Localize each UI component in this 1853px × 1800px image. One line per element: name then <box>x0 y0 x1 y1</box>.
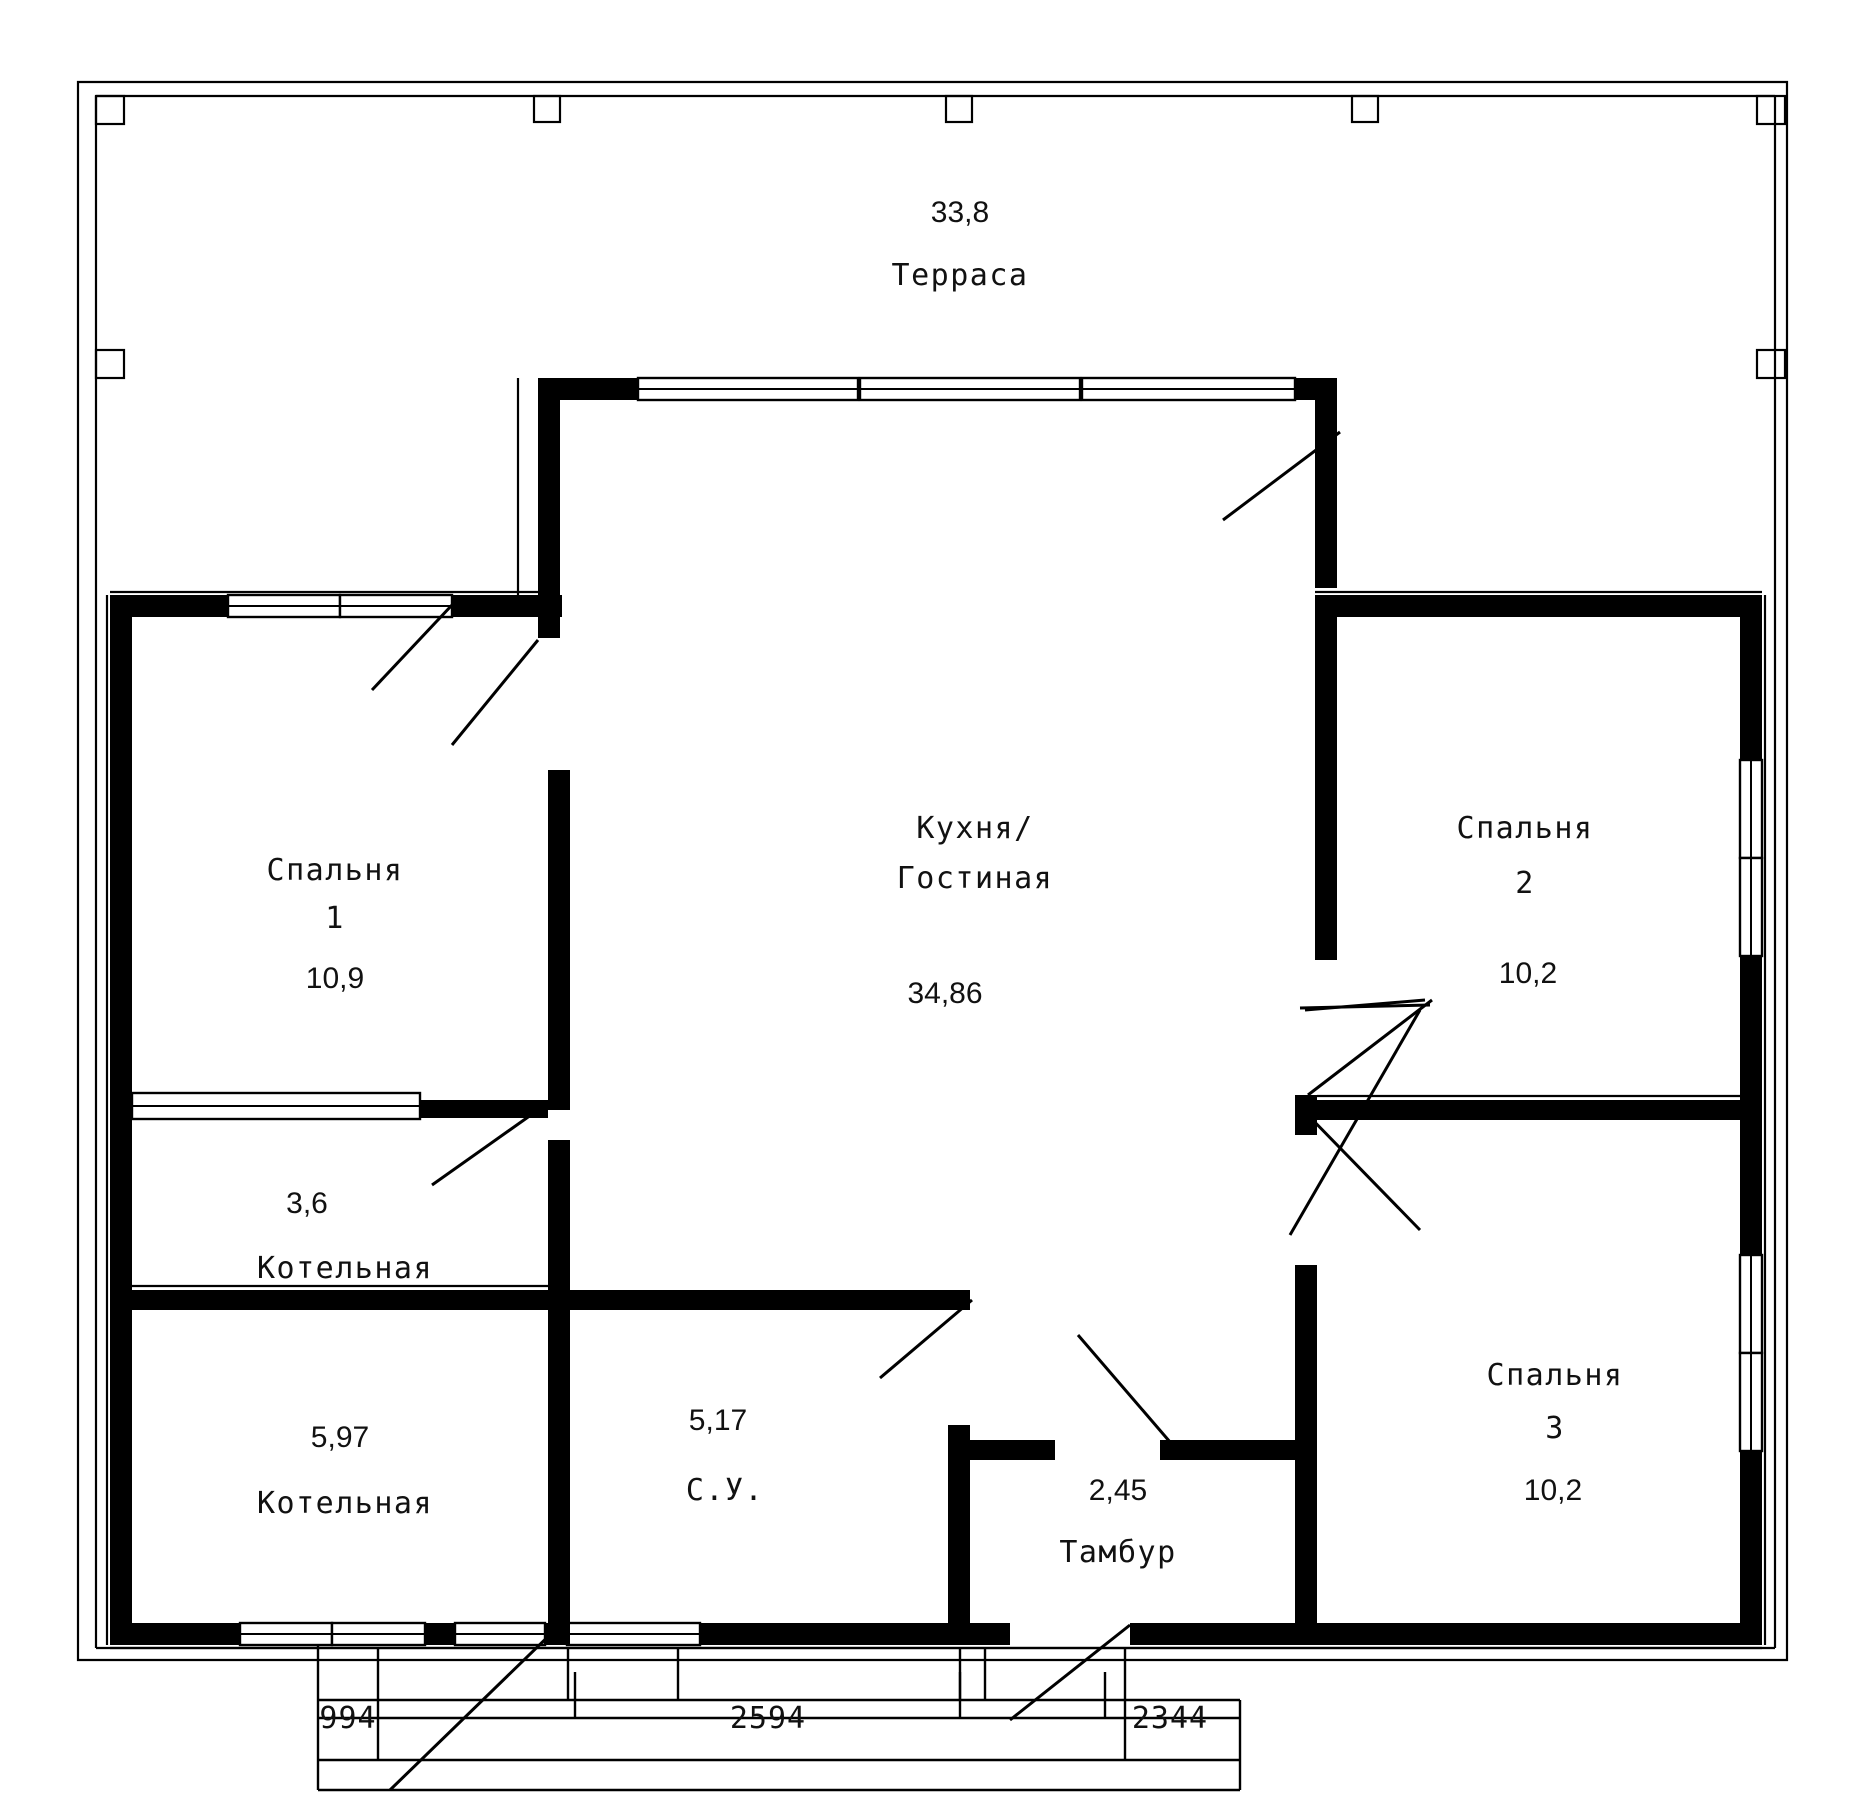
room-label-boiler-top: 3,6 Котельная <box>257 1187 433 1286</box>
terrace-area: 33,8 <box>931 196 989 229</box>
room-label-kitchen: Кухня/ Гостиная 34,86 <box>897 811 1054 1010</box>
dimension-chain <box>316 1645 1242 1792</box>
bedroom1-name: Спальня <box>267 853 404 888</box>
dimension-right: 2344 <box>1132 1701 1208 1736</box>
room-label-bedroom3: Спальня 3 10,2 <box>1487 1358 1624 1507</box>
bedroom2-name: Спальня <box>1457 811 1594 846</box>
interior-walls <box>130 770 1740 1645</box>
room-label-terrace: 33,8 Терраса <box>892 196 1029 293</box>
bedroom3-area: 10,2 <box>1524 1474 1582 1507</box>
bedroom2-area: 10,2 <box>1499 957 1557 990</box>
bathroom-name: С.У. <box>686 1473 764 1508</box>
kitchen-name-line2: Гостиная <box>897 861 1054 896</box>
terrace-name: Терраса <box>892 258 1029 293</box>
dimension-center: 2594 <box>730 1701 806 1736</box>
bedroom3-name: Спальня <box>1487 1358 1624 1393</box>
dimension-left: 994 <box>319 1701 376 1736</box>
kitchen-name-line1: Кухня/ <box>916 811 1033 846</box>
tambour-area: 2,45 <box>1089 1474 1147 1507</box>
windows <box>226 376 1764 1647</box>
bedroom3-number: 3 <box>1545 1411 1565 1446</box>
boiler-top-area: 3,6 <box>286 1187 328 1220</box>
bedroom2-number: 2 <box>1515 866 1535 901</box>
tambour-name: Тамбур <box>1059 1535 1176 1570</box>
room-label-bedroom1: Спальня 1 10,9 <box>267 853 404 995</box>
exterior-walls <box>105 378 1767 1650</box>
dimension-values: 994 2594 2344 <box>319 1701 1208 1736</box>
boiler-bottom-area: 5,97 <box>311 1421 369 1454</box>
kitchen-area: 34,86 <box>907 977 982 1010</box>
room-label-tambour: 2,45 Тамбур <box>1059 1474 1176 1570</box>
boiler-top-name: Котельная <box>257 1251 433 1286</box>
room-label-bathroom: 5,17 С.У. <box>686 1404 764 1508</box>
bathroom-area: 5,17 <box>689 1404 747 1437</box>
room-label-bedroom2: Спальня 2 10,2 <box>1457 811 1594 990</box>
boiler-bottom-name: Котельная <box>257 1486 433 1521</box>
room-label-boiler-bottom: 5,97 Котельная <box>257 1421 433 1521</box>
bedroom1-number: 1 <box>325 901 345 936</box>
door-symbols <box>370 430 1433 1792</box>
bedroom1-area: 10,9 <box>306 962 364 995</box>
terrace-columns <box>94 94 1787 380</box>
